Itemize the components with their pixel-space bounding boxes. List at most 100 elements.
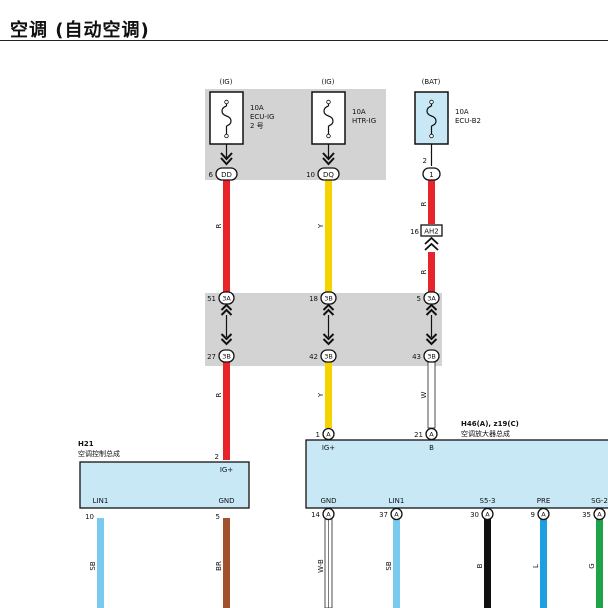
- h21-input-label: IG+: [220, 466, 233, 474]
- junction-top-2-pin: 18: [309, 295, 318, 303]
- h21-right-label: GND: [218, 497, 234, 505]
- junction-bottom-2-connector: [320, 349, 337, 363]
- fuse-2-terminal-top: [326, 99, 331, 105]
- amp-output-lin1-connector: [390, 507, 403, 521]
- h21-left-pin: 10: [85, 513, 94, 521]
- amp-name: 空调放大器总成: [461, 429, 510, 438]
- h21-block: [79, 461, 250, 509]
- wire-2-top: [325, 180, 332, 292]
- amp-output-pre-wire: L: [532, 564, 540, 568]
- h21-name: 空调控制总成: [78, 449, 120, 458]
- amp-code: H46(A), z19(C): [461, 420, 519, 428]
- amp-output-pre-connector: [537, 507, 550, 521]
- wire-amp-lin1: [393, 518, 400, 608]
- amp-output-pre: PRE 9 A L: [531, 497, 551, 568]
- fuse-3-source: (BAT): [422, 78, 441, 86]
- amp-output-sg2-label: SG-2: [591, 497, 608, 505]
- wire-3-mid: [428, 252, 435, 292]
- amp-output-s53-conn: A: [485, 511, 490, 519]
- amp-output-gnd-conn: A: [326, 511, 331, 519]
- fuse-2-pin: 10: [306, 171, 315, 179]
- wire-1-bottom: [223, 362, 230, 460]
- wire-2-bottom-code: Y: [317, 392, 325, 398]
- fuse-2-name: HTR-IG: [352, 117, 376, 125]
- fuse-3-terminal-top: [429, 99, 434, 105]
- junction-top-3-label: 3A: [427, 295, 436, 303]
- amp-output-s53-pin: 30: [470, 511, 479, 519]
- wire-2-top-code: Y: [317, 223, 325, 229]
- amp-output-s53: S5-3 30 A B: [470, 497, 495, 568]
- fuse-1-terminal-bottom: [224, 133, 229, 139]
- fuse-2-connector: [317, 167, 340, 181]
- amp-output-lin1-pin: 37: [379, 511, 388, 519]
- fuse-2-connector-label: DQ: [323, 171, 334, 179]
- h21-input-pin: 2: [215, 453, 219, 461]
- amp-output-gnd: GND 14 A W-B: [311, 497, 336, 573]
- fuse-1-connector: [215, 167, 238, 181]
- junction-bottom-2-pin: 42: [309, 353, 318, 361]
- wire-amp-s53: [484, 518, 491, 608]
- fuse-3-connector: [422, 167, 441, 181]
- fuse-1-source: (IG): [220, 78, 233, 86]
- junction-bottom-1-pin: 27: [207, 353, 216, 361]
- fuse-3-name: ECU-B2: [455, 117, 481, 125]
- junction-bottom-1-label: 3B: [222, 353, 231, 361]
- junction-bottom-1-connector: [218, 349, 235, 363]
- fuse-2-arrow-icon: [322, 152, 335, 166]
- wire-3-top: [428, 180, 435, 224]
- h21-right-wire-code: BR: [215, 561, 223, 571]
- fuse-3-rating: 10A: [455, 108, 469, 116]
- amp-output-lin1-conn: A: [394, 511, 399, 519]
- fuse-2-terminal-bottom: [326, 133, 331, 139]
- amp-input-2-label: B: [429, 444, 434, 452]
- fuse-2-rating: 10A: [352, 108, 366, 116]
- wire-h21-gnd: [223, 518, 230, 608]
- h21-left-wire-code: SB: [89, 561, 97, 570]
- amp-output-gnd-label: GND: [320, 497, 336, 505]
- amp-output-lin1: LIN1 37 A SB: [379, 497, 404, 571]
- amp-output-pre-conn: A: [541, 511, 546, 519]
- junction-bottom-3-pin: 43: [412, 353, 421, 361]
- junction-top-1-pin: 51: [207, 295, 216, 303]
- amp-input-1-label: IG+: [322, 444, 335, 452]
- fuse-1-extra: 2 号: [250, 122, 264, 130]
- page-title: 空调 (自动空调): [10, 20, 150, 41]
- amp-output-s53-connector: [481, 507, 494, 521]
- fuse-3-terminal-bottom: [429, 133, 434, 139]
- amp-output-sg2-pin: 35: [582, 511, 591, 519]
- junction-bottom-2-label: 3B: [324, 353, 333, 361]
- amp-output-gnd-pin: 14: [311, 511, 320, 519]
- junction-top-1-label: 3A: [222, 295, 231, 303]
- fuse-3-pin-above: 2: [423, 157, 427, 165]
- wire-3-top-code: R: [420, 201, 428, 206]
- junction-bottom-3-connector: [423, 349, 440, 363]
- fuse-1-name: ECU-IG: [250, 113, 274, 121]
- amp-output-s53-label: S5-3: [480, 497, 496, 505]
- fuse-1-terminal-top: [224, 99, 229, 105]
- amp-output-lin1-label: LIN1: [389, 497, 405, 505]
- fuse-3-connector-label: 1: [429, 171, 433, 179]
- wire-3-bottom: [427, 361, 436, 429]
- amp-output-pre-label: PRE: [537, 497, 551, 505]
- inline-connector-label: AH2: [424, 228, 439, 236]
- junction-bottom-3-label: 3B: [427, 353, 436, 361]
- wire-3-mid-code: R: [420, 269, 428, 274]
- inline-connector-chevron-icon: [424, 236, 439, 251]
- amp-input-1-conn: A: [326, 431, 331, 439]
- amp-output-pre-pin: 9: [531, 511, 535, 519]
- amp-output-gnd-connector: [322, 507, 335, 521]
- amp-output-gnd-wire: W-B: [317, 559, 325, 573]
- fuse-1-arrow-icon: [220, 152, 233, 166]
- h21-right-pin: 5: [216, 513, 220, 521]
- junction-top-3-pin: 5: [417, 295, 421, 303]
- amp-output-sg2-conn: A: [597, 511, 602, 519]
- amp-output-sg2-connector: [593, 507, 606, 521]
- amp-input-1-pin: 1: [316, 431, 320, 439]
- h21-code: H21: [78, 440, 94, 448]
- wire-2-bottom: [325, 362, 332, 428]
- title-divider: [0, 40, 608, 41]
- fuse-1-pin: 6: [209, 171, 214, 179]
- wire-1-top-code: R: [215, 223, 223, 228]
- amp-output-sg2: SG-2 35 A G: [582, 497, 608, 569]
